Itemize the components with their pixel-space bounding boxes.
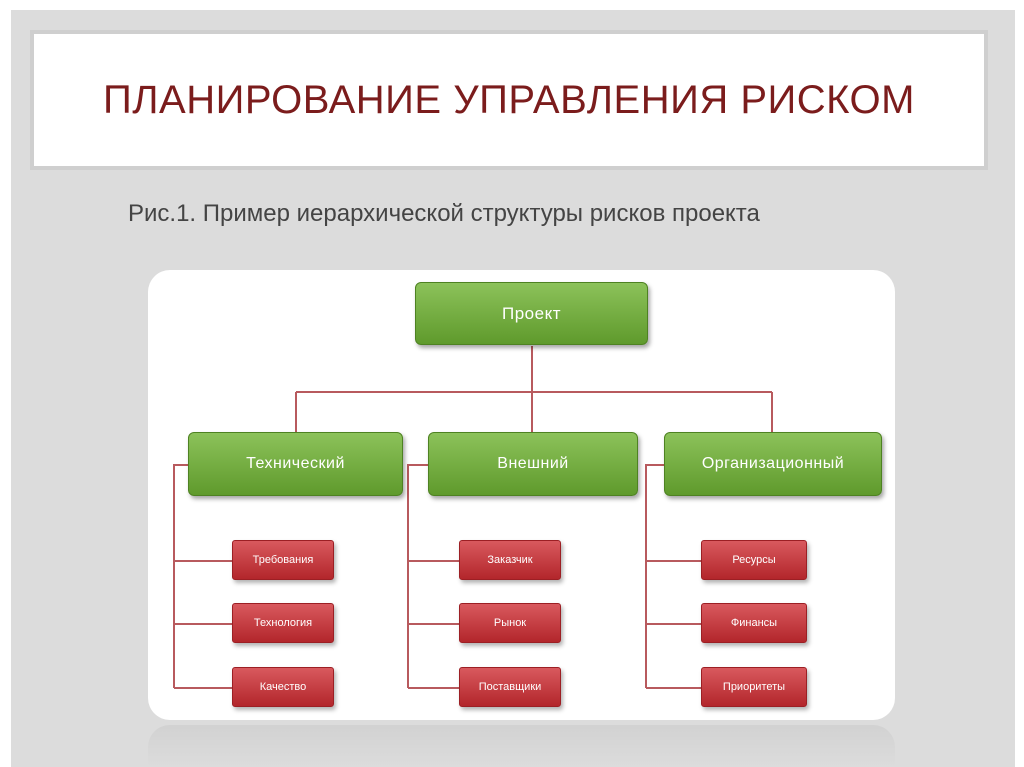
node-category-external: Внешний	[428, 432, 638, 496]
node-item-market: Рынок	[459, 603, 561, 643]
node-item-finance: Финансы	[701, 603, 807, 643]
slide-title: ПЛАНИРОВАНИЕ УПРАВЛЕНИЯ РИСКОМ	[103, 77, 915, 122]
node-category-technical: Технический	[188, 432, 403, 496]
node-item-suppliers: Поставщики	[459, 667, 561, 707]
node-item-requirements: Требования	[232, 540, 334, 580]
figure-caption: Рис.1. Пример иерархической структуры ри…	[128, 200, 760, 227]
node-item-customer: Заказчик	[459, 540, 561, 580]
node-item-technology: Технология	[232, 603, 334, 643]
node-item-quality: Качество	[232, 667, 334, 707]
node-item-priorities: Приоритеты	[701, 667, 807, 707]
node-root: Проект	[415, 282, 648, 345]
title-box: ПЛАНИРОВАНИЕ УПРАВЛЕНИЯ РИСКОМ	[30, 30, 988, 170]
panel-reflection	[148, 725, 895, 767]
node-category-organizational: Организационный	[664, 432, 882, 496]
node-item-resources: Ресурсы	[701, 540, 807, 580]
